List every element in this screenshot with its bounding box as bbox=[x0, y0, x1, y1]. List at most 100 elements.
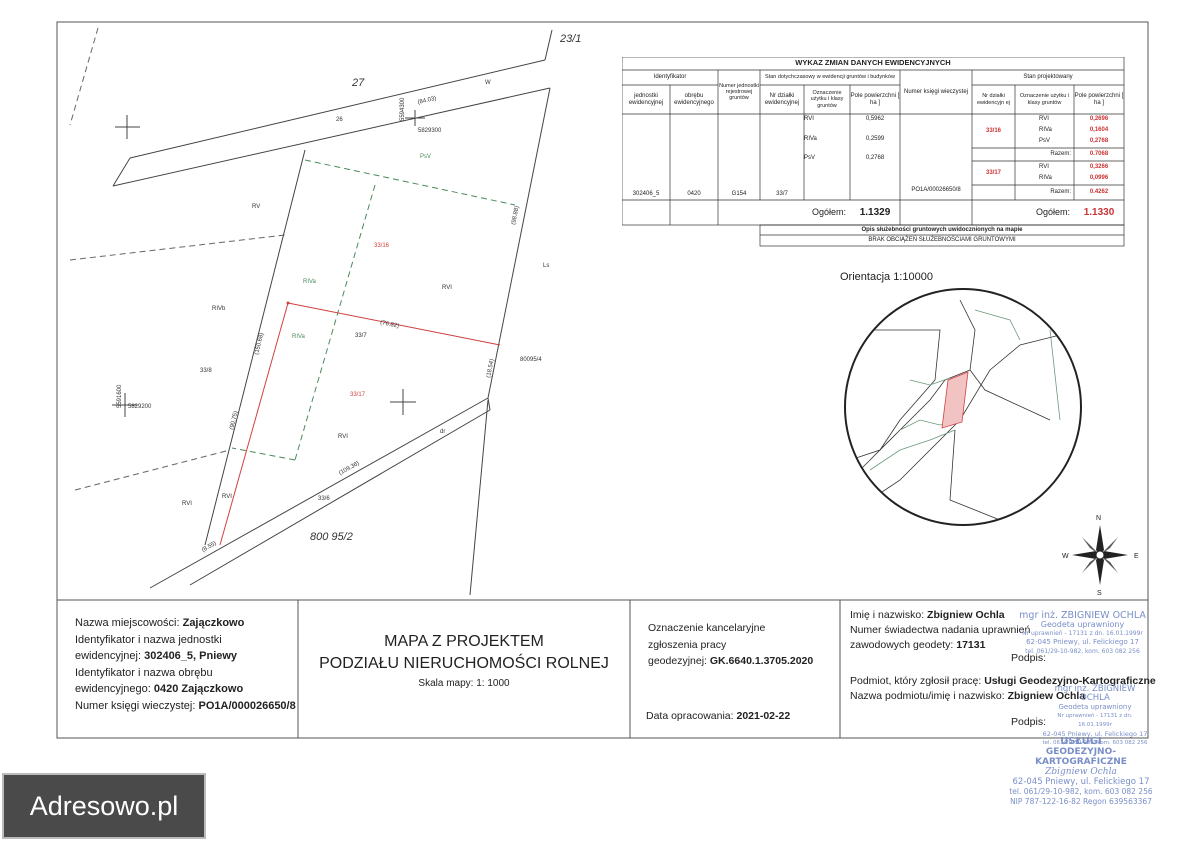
table-grid bbox=[622, 57, 1125, 247]
label-80095-2-hand: 800 95/2 bbox=[310, 531, 353, 543]
label-dim-right: (98.88) bbox=[511, 206, 521, 226]
sheet-frame bbox=[56, 21, 1149, 739]
label-w: W bbox=[485, 80, 491, 86]
footer-location-info: Nazwa miejscowości: Zajączkowo Identyfik… bbox=[75, 617, 296, 712]
old-use-1: RVI bbox=[804, 115, 814, 122]
opis-sluzebnosci: Opis służebności gruntowych uwidoczniony… bbox=[861, 226, 1023, 233]
razem-value-1: 0.7068 bbox=[1089, 151, 1109, 158]
val-ksiega: PO1A/00026650/8 bbox=[911, 187, 961, 194]
label-dim-mid: (76.82) bbox=[380, 320, 400, 330]
compass-e: E bbox=[1134, 553, 1139, 560]
label-80095-4: 80095/4 bbox=[520, 357, 542, 363]
label-rv: RV bbox=[252, 204, 260, 210]
label-33-6: 33/6 bbox=[318, 496, 330, 502]
new-use-1-3: PsV bbox=[1039, 138, 1051, 145]
road-dr-top bbox=[149, 397, 489, 589]
ogolem-old: 1.1329 bbox=[859, 207, 891, 218]
footer-company: Podmiot, który zgłosił pracę: Usługi Geo… bbox=[850, 675, 1156, 702]
footer-date: Data opracowania: 2021-02-22 bbox=[646, 710, 791, 722]
label-dr: dr bbox=[440, 429, 445, 435]
ogolem-label-new: Ogółem: bbox=[1035, 206, 1070, 217]
hdr-pole: Pole powierzchni [ ha ] bbox=[850, 92, 900, 106]
orientation-map bbox=[844, 288, 1082, 526]
new-use-1-2: RIVa bbox=[1039, 127, 1052, 134]
grid-cross-2 bbox=[390, 389, 416, 415]
old-area-3: 0,2768 bbox=[865, 154, 885, 161]
label-23-1: 23/1 bbox=[559, 33, 581, 45]
razem-label-2: Razem: bbox=[1050, 189, 1071, 196]
old-area-1: 0,5962 bbox=[865, 115, 885, 122]
label-33-16: 33/16 bbox=[374, 243, 390, 249]
map-title-2: PODZIAŁU NIERUCHOMOŚCI ROLNEJ bbox=[319, 655, 609, 672]
hdr-stan-dotychczasowy: Stan dotychczasowy w ewidencji gruntów i… bbox=[765, 74, 895, 81]
boundary-rivb bbox=[69, 234, 286, 261]
grid-cross-1 bbox=[115, 115, 140, 139]
label-rvi-b: RVI bbox=[338, 434, 348, 440]
label-rvi-d: RVI bbox=[182, 501, 192, 507]
label-dim-top: (84.03) bbox=[417, 96, 437, 106]
map-scale: Skala mapy: 1: 1000 bbox=[418, 678, 510, 689]
label-33-7: 33/7 bbox=[355, 333, 367, 339]
stamp-surveyor-1: mgr inż. ZBIGNIEW OCHLA Geodeta uprawnio… bbox=[1019, 610, 1146, 655]
changes-table: WYKAZ ZMIAN DANYCH EWIDENCYJNYCH Identyf… bbox=[622, 57, 1125, 247]
label-dim-right-2: (18.54) bbox=[486, 359, 496, 379]
map-title-1: MAPA Z PROJEKTEM bbox=[384, 633, 544, 650]
left-dashed bbox=[69, 27, 99, 126]
label-riva-2: RIVa bbox=[292, 334, 306, 340]
label-psv: PsV bbox=[420, 154, 431, 160]
new-plot-2: 33/17 bbox=[985, 169, 1001, 176]
new-use-2-1: RVI bbox=[1039, 164, 1049, 171]
hdr-identyfikator: Identyfikator bbox=[653, 74, 687, 81]
road-line-bottom bbox=[112, 87, 551, 187]
compass-icon: N E S W bbox=[1062, 515, 1139, 597]
boundary-riva bbox=[294, 184, 376, 461]
adresowo-watermark[interactable]: Adresowo.pl bbox=[2, 773, 206, 839]
label-riva: RIVa bbox=[303, 279, 317, 285]
val-obreb: 0420 bbox=[687, 191, 701, 198]
val-dzialka: 33/7 bbox=[776, 191, 788, 198]
ogolem-new: 1.1330 bbox=[1083, 207, 1115, 218]
grid-cross-3 bbox=[405, 110, 425, 126]
division-point bbox=[286, 301, 290, 305]
map-title-block: MAPA Z PROJEKTEM PODZIAŁU NIERUCHOMOŚCI … bbox=[298, 600, 630, 689]
label-27: 27 bbox=[351, 77, 365, 89]
orientation-label: Orientacja 1:10000 bbox=[840, 271, 933, 283]
stamp-company: USŁUGI GEODEZYJNO-KARTOGRAFICZNE Zbignie… bbox=[1009, 736, 1153, 807]
new-area-2-2: 0,0996 bbox=[1089, 175, 1109, 182]
old-use-3: PsV bbox=[804, 154, 816, 161]
ogolem-label-old: Ogółem: bbox=[811, 206, 846, 217]
label-rvi-a: RVI bbox=[442, 285, 452, 291]
label-ls: Ls bbox=[543, 263, 549, 269]
new-use-2-2: RIVa bbox=[1039, 175, 1052, 182]
new-area-1-3: 0,2768 bbox=[1089, 138, 1109, 145]
label-rvi-c: RVI bbox=[222, 494, 232, 500]
stamp-surveyor-2: mgr inż. ZBIGNIEW OCHLA Geodeta uprawnio… bbox=[1042, 684, 1148, 747]
hdr-stan-projektowany: Stan projektowany bbox=[1023, 74, 1073, 81]
division-line bbox=[287, 302, 501, 346]
hdr-nr-dzialki-2: Nr działki ewidencyjn ej bbox=[976, 93, 1011, 106]
label-dim-left-2: (90.75) bbox=[229, 411, 239, 431]
coord-y-left: 5591600 bbox=[117, 384, 123, 408]
parcel-left-boundary bbox=[204, 149, 306, 546]
boundary-psv bbox=[304, 159, 516, 206]
boundary-rvi-left bbox=[74, 449, 231, 491]
boundary-23-1 bbox=[544, 29, 553, 61]
coord-y-top: 5594300 bbox=[400, 97, 406, 121]
razem-value-2: 0.4262 bbox=[1089, 189, 1109, 196]
hdr-nr-dzialki: Nr działki ewidencyjnej bbox=[764, 92, 800, 106]
val-jednostka: 302406_5 bbox=[632, 191, 660, 198]
coord-x-left: 5829200 bbox=[128, 404, 152, 410]
label-dim-left: (150.68) bbox=[254, 332, 265, 355]
new-area-1-1: 0,2696 bbox=[1089, 116, 1109, 123]
label-rivb: RIVb bbox=[212, 306, 226, 312]
brak-obciazen: BRAK OBCIĄŻEŃ SŁUŻEBNOŚCIAMI GRUNTOWYMI bbox=[868, 237, 1016, 244]
razem-label-1: Razem: bbox=[1050, 151, 1071, 158]
label-33-17: 33/17 bbox=[350, 392, 366, 398]
road-line-top bbox=[129, 59, 546, 159]
new-area-2-1: 0,3266 bbox=[1089, 164, 1109, 171]
table-title: WYKAZ ZMIAN DANYCH EWIDENCYJNYCH bbox=[795, 58, 951, 68]
footer-registration: Oznaczenie kancelaryjne zgłoszenia pracy… bbox=[648, 622, 814, 667]
new-plot-1: 33/16 bbox=[985, 127, 1001, 134]
compass-w: W bbox=[1062, 553, 1069, 560]
